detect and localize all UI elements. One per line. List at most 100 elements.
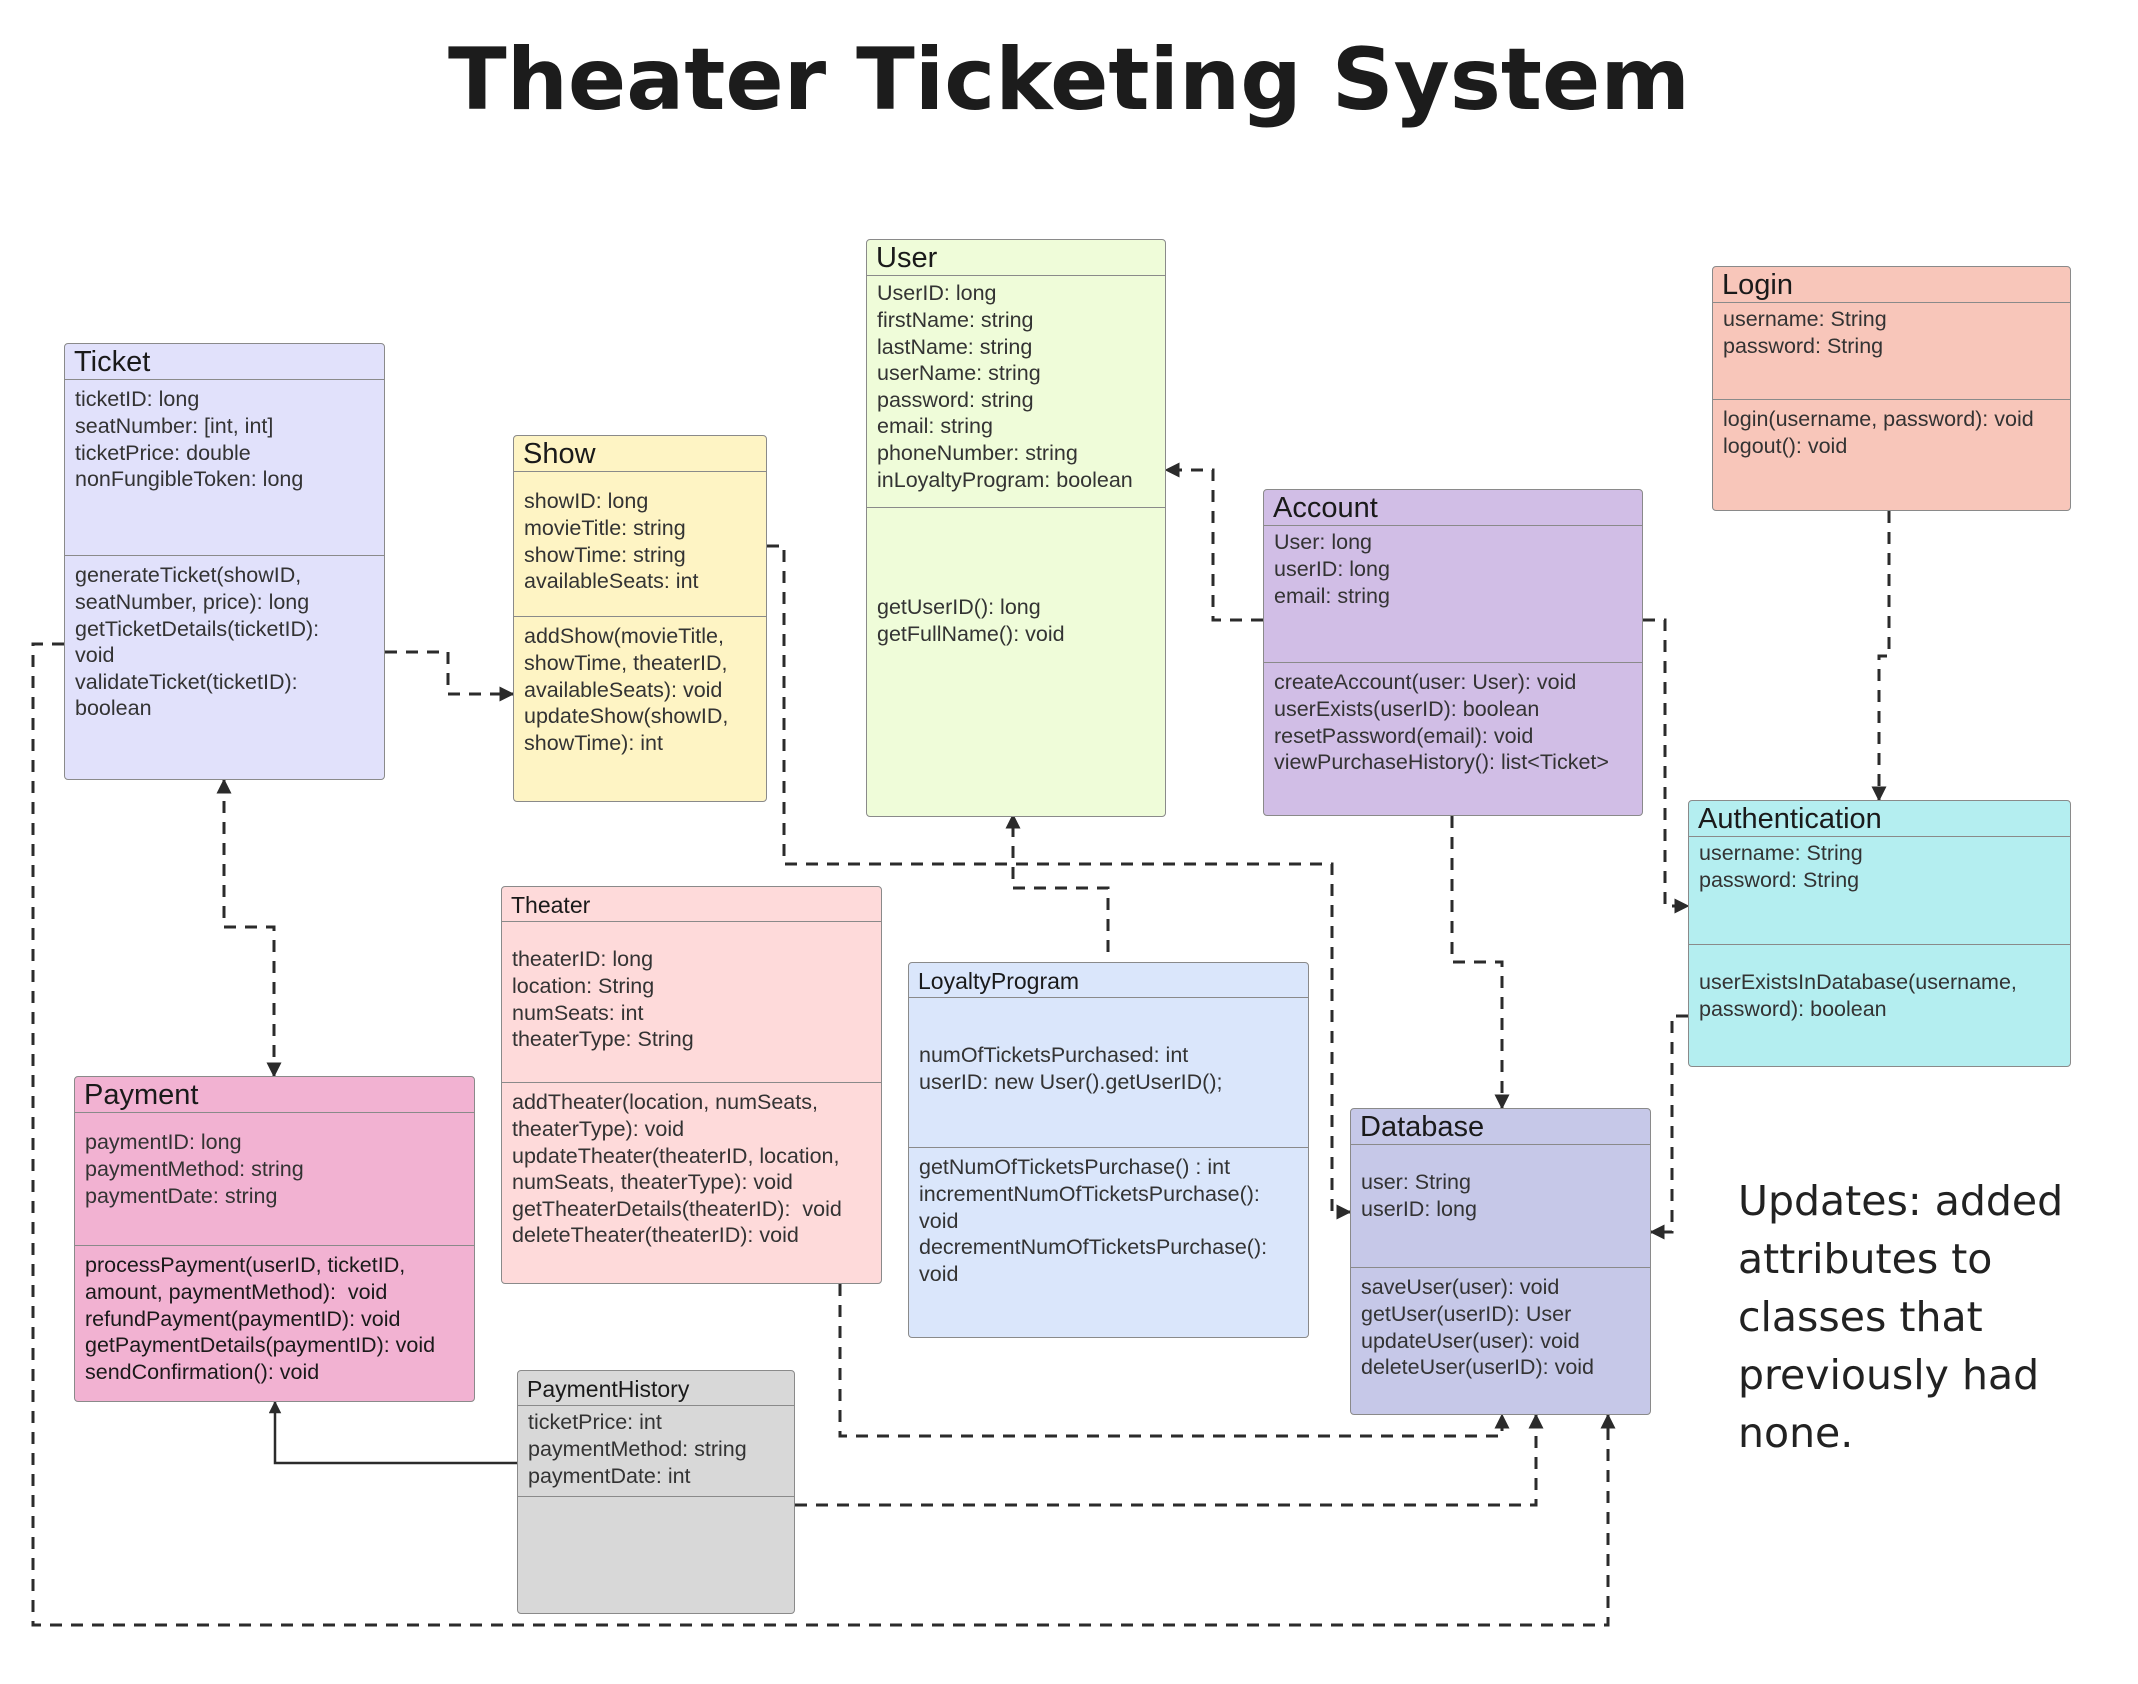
attribute: paymentDate: string: [85, 1183, 278, 1208]
attribute: password: String: [1723, 333, 1884, 358]
class-database[interactable]: Database user: String userID: long saveU…: [1350, 1108, 1651, 1415]
method: login(username, password): void: [1723, 407, 2034, 432]
class-name: Theater: [502, 887, 881, 923]
class-loyaltyprogram[interactable]: LoyaltyProgram numOfTicketsPurchased: in…: [908, 962, 1309, 1338]
attribute: showID: long: [524, 489, 649, 514]
class-theater[interactable]: Theater theaterID: long location: String…: [501, 886, 882, 1284]
method: deleteTheater(theaterID): void: [512, 1223, 799, 1248]
attribute: numSeats: int: [512, 1000, 644, 1025]
attributes-section: showID: long movieTitle: string showTime…: [514, 472, 766, 616]
edge-show-database: [767, 544, 1352, 1220]
attribute: movieTitle: string: [524, 515, 686, 540]
method: theaterType): void: [512, 1117, 685, 1142]
method: void: [75, 643, 115, 668]
attribute: lastName: string: [877, 334, 1033, 359]
class-name: Payment: [75, 1077, 474, 1114]
method: numSeats, theaterType): void: [512, 1170, 793, 1195]
class-account[interactable]: Account User: long userID: long email: s…: [1263, 489, 1643, 816]
class-name: Account: [1264, 490, 1642, 527]
method: showTime): int: [524, 730, 663, 755]
attribute: numOfTicketsPurchased: int: [919, 1043, 1189, 1068]
method: incrementNumOfTicketsPurchase():: [919, 1182, 1260, 1207]
method: userExists(userID): boolean: [1274, 696, 1540, 721]
attribute: email: string: [877, 414, 993, 439]
class-show[interactable]: Show showID: long movieTitle: string sho…: [513, 435, 767, 802]
method: sendConfirmation(): void: [85, 1359, 320, 1384]
attribute: username: String: [1699, 841, 1863, 866]
methods-section: addTheater(location, numSeats, theaterTy…: [502, 1082, 881, 1255]
method: getTheaterDetails(theaterID): void: [512, 1196, 842, 1221]
attribute: location: String: [512, 974, 655, 999]
class-login[interactable]: Login username: String password: String …: [1712, 266, 2071, 511]
method: decrementNumOfTicketsPurchase():: [919, 1235, 1268, 1260]
method: getUserID(): long: [877, 595, 1041, 620]
attribute: password: string: [877, 387, 1034, 412]
attribute: phoneNumber: string: [877, 440, 1078, 465]
attributes-section: paymentID: long paymentMethod: string pa…: [75, 1113, 474, 1245]
attributes-section: User: long userID: long email: string: [1264, 526, 1642, 662]
method: showTime, theaterID,: [524, 650, 728, 675]
method: amount, paymentMethod): void: [85, 1279, 388, 1304]
class-name: Authentication: [1689, 801, 2070, 838]
attribute: paymentMethod: string: [85, 1156, 304, 1181]
method: deleteUser(userID): void: [1361, 1355, 1595, 1380]
diagram-title: Theater Ticketing System: [448, 30, 1690, 130]
method: generateTicket(showID,: [75, 563, 302, 588]
methods-section: addShow(movieTitle, showTime, theaterID,…: [514, 616, 766, 762]
attribute: UserID: long: [877, 281, 997, 306]
class-name: LoyaltyProgram: [909, 963, 1308, 999]
method: void: [919, 1208, 959, 1233]
class-name: Login: [1713, 267, 2070, 304]
method: validateTicket(ticketID):: [75, 669, 298, 694]
class-name: User: [867, 240, 1165, 277]
attribute: userName: string: [877, 361, 1041, 386]
class-name: Show: [514, 436, 766, 473]
method: void: [919, 1261, 959, 1286]
class-name: PaymentHistory: [518, 1371, 794, 1407]
attribute: User: long: [1274, 530, 1372, 555]
edge-authentication-database: [1649, 1014, 1688, 1240]
class-ticket[interactable]: Ticket ticketID: long seatNumber: [int, …: [64, 343, 385, 780]
method: viewPurchaseHistory(): list<Ticket>: [1274, 750, 1609, 775]
edge-loyalty-user: [1005, 813, 1110, 952]
attributes-section: UserID: long firstName: string lastName:…: [867, 276, 1165, 507]
attributes-section: username: String password: String: [1713, 303, 2070, 399]
method: getFullName(): void: [877, 621, 1065, 646]
attribute: paymentDate: int: [528, 1463, 691, 1488]
class-user[interactable]: User UserID: long firstName: string last…: [866, 239, 1166, 817]
attribute: firstName: string: [877, 307, 1034, 332]
class-paymenthistory[interactable]: PaymentHistory ticketPrice: int paymentM…: [517, 1370, 795, 1614]
attribute: showTime: string: [524, 542, 686, 567]
class-name: Database: [1351, 1109, 1650, 1146]
method: processPayment(userID, ticketID,: [85, 1253, 406, 1278]
method: updateTheater(theaterID, location,: [512, 1143, 840, 1168]
method: updateShow(showID,: [524, 704, 729, 729]
attribute: userID: long: [1274, 556, 1390, 581]
method: refundPayment(paymentID): void: [85, 1306, 401, 1331]
methods-section: login(username, password): void logout()…: [1713, 399, 2070, 465]
edge-theater-database: [838, 1284, 1510, 1438]
updates-note: Updates: added attributes to classes tha…: [1738, 1177, 2064, 1457]
attribute: nonFungibleToken: long: [75, 467, 304, 492]
edge-account-database: [1450, 816, 1510, 1110]
methods-section: [518, 1496, 794, 1613]
attribute: paymentID: long: [85, 1130, 242, 1155]
edge-ticket-database: [31, 642, 1616, 1627]
edge-login-authentication: [1871, 511, 1891, 802]
attribute: username: String: [1723, 307, 1887, 332]
class-payment[interactable]: Payment paymentID: long paymentMethod: s…: [74, 1076, 475, 1402]
class-authentication[interactable]: Authentication username: String password…: [1688, 800, 2071, 1067]
methods-section: getUserID(): long getFullName(): void: [867, 507, 1165, 653]
method: getPaymentDetails(paymentID): void: [85, 1333, 436, 1358]
attribute: theaterID: long: [512, 947, 654, 972]
method: updateUser(user): void: [1361, 1328, 1580, 1353]
attribute: ticketID: long: [75, 387, 200, 412]
method: addShow(movieTitle,: [524, 624, 724, 649]
attribute: availableSeats: int: [524, 569, 699, 594]
method: availableSeats): void: [524, 677, 723, 702]
attribute: inLoyaltyProgram: boolean: [877, 467, 1133, 492]
attribute: userID: long: [1361, 1196, 1477, 1221]
attributes-section: numOfTicketsPurchased: int userID: new U…: [909, 998, 1308, 1147]
method: addTheater(location, numSeats,: [512, 1090, 818, 1115]
